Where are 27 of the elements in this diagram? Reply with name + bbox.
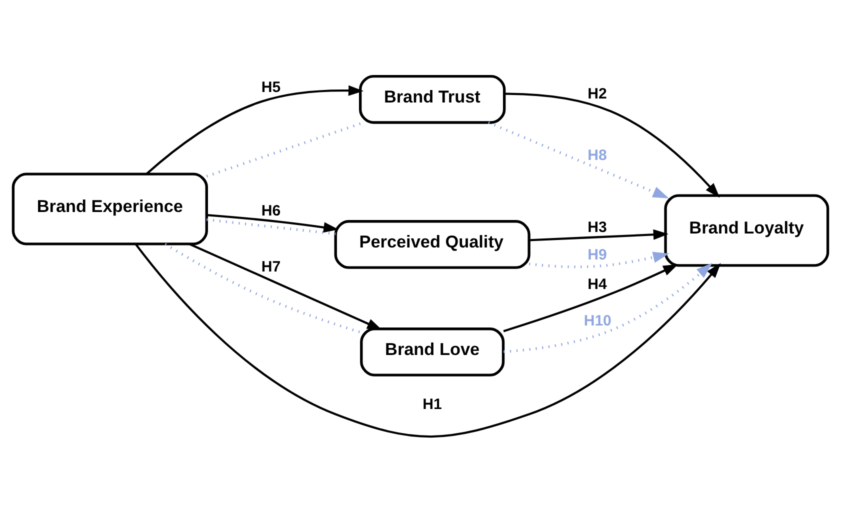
edge-label: H8 — [588, 146, 607, 164]
edge-label: H10 — [584, 312, 612, 329]
edge-label: H6 — [261, 202, 281, 220]
node-box: Brand Experience — [12, 172, 208, 245]
arrow — [529, 251, 670, 268]
edge-label: H4 — [588, 275, 607, 292]
edge-label: H1 — [422, 396, 442, 413]
arrow — [504, 262, 712, 353]
edge-label: H9 — [588, 246, 607, 264]
arrow — [503, 264, 678, 332]
node-box: Perceived Quality — [334, 220, 530, 268]
arrow — [134, 243, 721, 437]
connector — [164, 242, 362, 334]
arrow — [529, 228, 668, 241]
arrow — [146, 84, 364, 174]
edge-label: H7 — [261, 258, 281, 276]
edge-label: H2 — [588, 85, 607, 102]
arrow — [488, 120, 669, 198]
arrow — [504, 92, 720, 198]
node-box: Brand Loyalty — [664, 194, 830, 266]
arrow — [188, 242, 382, 330]
node-box: Brand Trust — [358, 74, 506, 124]
edge-label: H3 — [588, 218, 607, 236]
arrow — [206, 213, 339, 232]
connector — [206, 218, 336, 235]
node-box: Brand Love — [360, 327, 505, 376]
edge-label: H5 — [261, 78, 281, 96]
